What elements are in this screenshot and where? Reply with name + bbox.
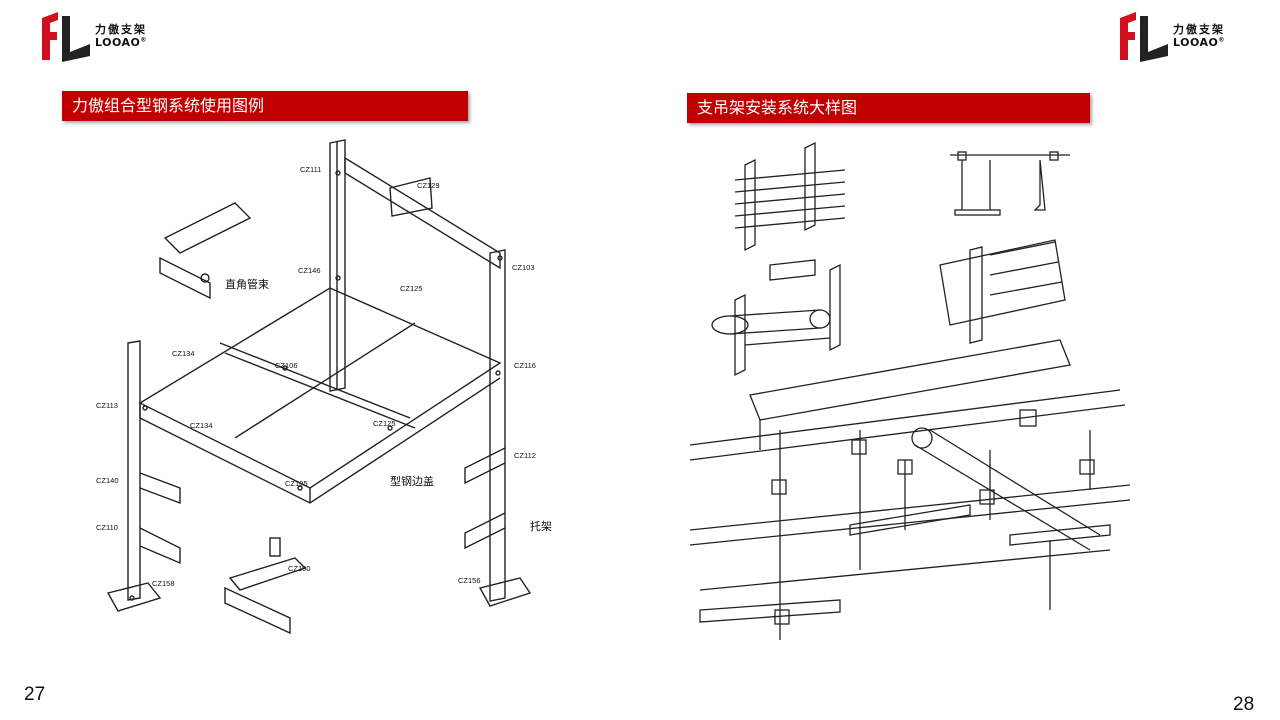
left-page: 力傲支架 LOOAO® 力傲组合型钢系统使用图例: [24, 10, 560, 705]
label-cz112: CZ112: [514, 451, 536, 460]
label-bracket: 托架: [530, 519, 552, 533]
label-cz105: CZ105: [285, 479, 308, 488]
logo-chinese-text: 力傲支架: [95, 23, 147, 36]
label-cz140: CZ140: [96, 476, 119, 485]
label-end-cap: 型钢边盖: [390, 474, 434, 488]
section-title-bar: 力傲组合型钢系统使用图例: [62, 91, 468, 121]
logo-chinese-text: 力傲支架: [1173, 23, 1225, 36]
label-cz106: CZ106: [275, 361, 298, 370]
page-number-right: 28: [1233, 694, 1255, 715]
label-cz158: CZ158: [152, 579, 175, 588]
logo-mark-icon: [1120, 12, 1168, 62]
label-cz134-top: CZ134: [172, 349, 195, 358]
label-cz113: CZ113: [96, 401, 118, 410]
label-cz125-top: CZ125: [400, 284, 423, 293]
label-pipe-clamp: 直角管束: [225, 277, 269, 291]
label-cz125-bottom: CZ125: [373, 419, 396, 428]
label-cz110: CZ110: [96, 523, 118, 532]
right-page: 力傲支架 LOOAO® 支吊架安装系统大样图: [640, 0, 1280, 720]
logo-english-text: LOOAO®: [1173, 36, 1225, 49]
brand-logo: 力傲支架 LOOAO®: [40, 10, 147, 62]
label-cz156: CZ156: [458, 576, 481, 585]
page-number-left: 27: [24, 684, 46, 705]
logo-english-text: LOOAO®: [95, 36, 147, 49]
brand-logo: 力傲支架 LOOAO®: [1118, 10, 1225, 62]
hanger-system-drawing: [690, 130, 1150, 655]
steel-system-drawing: CZ111 CZ129 CZ103 CZ146 CZ125 CZ134 CZ10…: [60, 128, 560, 658]
label-cz116: CZ116: [514, 361, 536, 370]
logo-mark-icon: [42, 12, 90, 62]
label-cz111: CZ111: [300, 165, 321, 174]
section-title-bar: 支吊架安装系统大样图: [687, 93, 1090, 123]
label-cz146: CZ146: [298, 266, 321, 275]
label-cz134-bottom: CZ134: [190, 421, 213, 430]
label-cz100: CZ100: [288, 564, 311, 573]
label-cz103: CZ103: [512, 263, 535, 272]
label-cz129: CZ129: [417, 181, 440, 190]
